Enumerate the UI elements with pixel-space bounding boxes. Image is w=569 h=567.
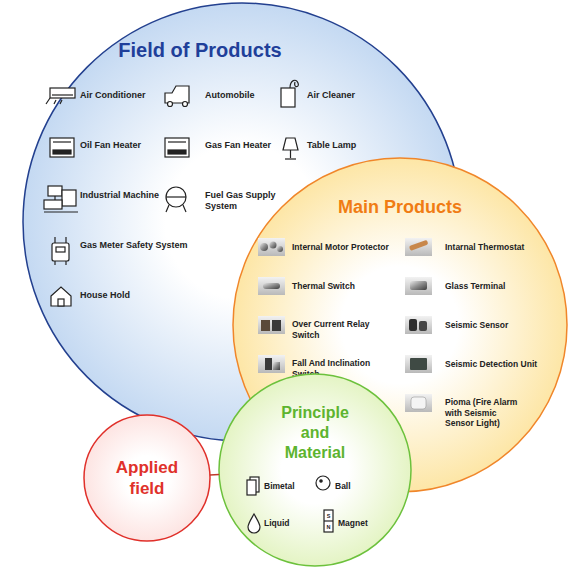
- principle-item: Bimetal: [264, 481, 314, 492]
- product-item: Over Current Relay Switch: [292, 319, 387, 340]
- field-item: Table Lamp: [307, 140, 387, 151]
- product-item: Intarnal Thermostat: [445, 242, 545, 253]
- product-photo: [405, 355, 432, 373]
- product-photo: [258, 277, 285, 295]
- table-lamp-icon: [283, 138, 298, 159]
- magnet-icon: [324, 510, 333, 532]
- air-conditioner-icon: [46, 88, 75, 104]
- liquid-drop-icon: [248, 514, 260, 533]
- house-icon: [51, 287, 71, 306]
- circle-heading: Main Products: [320, 196, 480, 218]
- field-item: Industrial Machine: [80, 190, 175, 201]
- gas-meter-icon: [52, 237, 69, 265]
- product-item: Seismic Detection Unit: [445, 359, 545, 370]
- ball-icon: [316, 476, 330, 490]
- gas-tank-icon: [166, 187, 186, 212]
- product-item: Thermal Switch: [292, 281, 392, 292]
- product-photo: [405, 277, 432, 295]
- product-item: Glass Terminal: [445, 281, 545, 292]
- field-item: Gas Meter Safety System: [80, 240, 210, 251]
- circle-outline: [83, 414, 211, 542]
- principle-circle: Principle and MaterialBimetal BallLiquid M…: [218, 373, 412, 567]
- product-item: Pioma (Fire Alarm with Seismic Sensor Li…: [445, 397, 525, 429]
- oil-fan-heater-icon: [50, 138, 74, 157]
- field-item: Automobile: [205, 90, 285, 101]
- product-photo: [405, 238, 432, 256]
- connector-line: [210, 474, 219, 476]
- circle-heading: Applied field: [102, 457, 192, 499]
- product-photo: [258, 355, 285, 373]
- field-item: Fuel Gas Supply System: [205, 190, 287, 212]
- product-photo: [405, 394, 432, 412]
- circle-shape: [219, 374, 411, 566]
- field-item: Air Conditioner: [80, 90, 175, 101]
- circle-outline: [218, 373, 412, 567]
- product-photo: [258, 316, 285, 334]
- principle-item: Magnet: [338, 518, 388, 529]
- automobile-icon: [165, 86, 189, 107]
- circle-heading: Field of Products: [100, 38, 300, 62]
- product-item: Internal Motor Protector: [292, 242, 402, 253]
- bimetal-icon: [247, 477, 259, 495]
- principle-item: Liquid: [264, 518, 314, 529]
- field-item: House Hold: [80, 290, 170, 301]
- field-item: Gas Fan Heater: [205, 140, 295, 151]
- applied-field-circle: Applied field: [83, 414, 211, 542]
- circle-heading: Principle and Material: [275, 403, 355, 463]
- gas-fan-heater-icon: [165, 138, 189, 157]
- circle-shape: [84, 415, 210, 541]
- field-item: Oil Fan Heater: [80, 140, 175, 151]
- product-photo: [405, 316, 432, 334]
- product-thumbnails: [258, 238, 432, 412]
- industrial-machine-icon: [44, 186, 78, 212]
- field-item: Air Cleaner: [307, 90, 387, 101]
- product-item: Seismic Sensor: [445, 320, 545, 331]
- air-cleaner-icon: [281, 80, 298, 107]
- product-photo: [258, 238, 285, 256]
- principle-item: Ball: [335, 481, 375, 492]
